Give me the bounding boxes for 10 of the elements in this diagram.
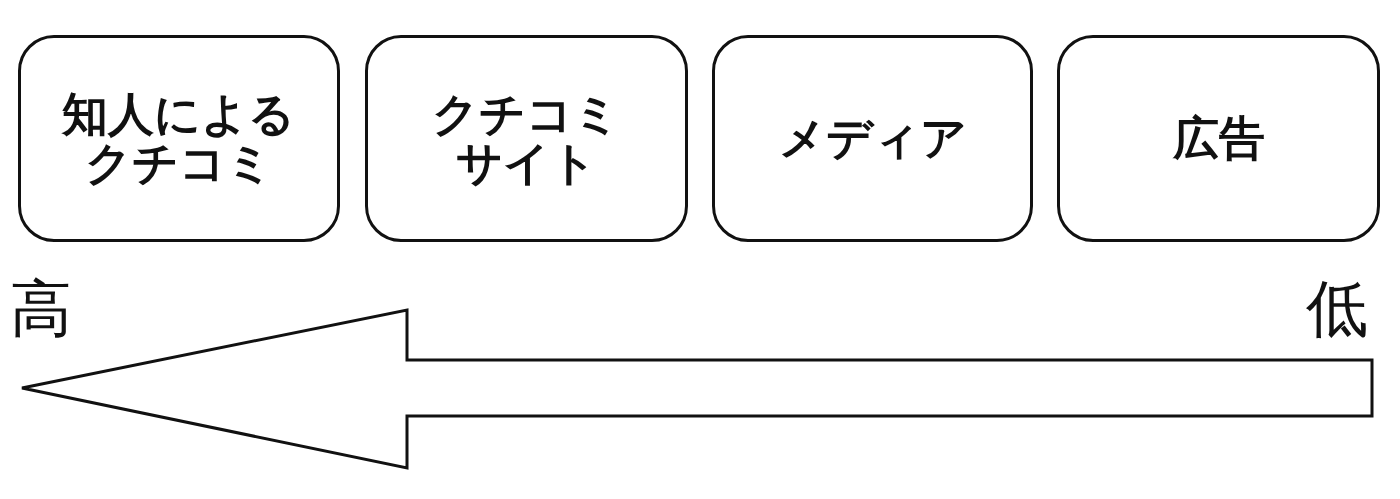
- scale-label: 低: [1306, 278, 1368, 340]
- box-label: クチコミサイト: [431, 90, 622, 187]
- rounded-box: [18, 35, 340, 242]
- rounded-box: [365, 35, 688, 242]
- box-label: メディア: [778, 114, 967, 163]
- rounded-box: [712, 35, 1033, 242]
- rounded-box: [1057, 35, 1380, 242]
- scale-label: 高: [10, 278, 72, 340]
- box-label: 知人によるクチコミ: [60, 90, 297, 187]
- box-label: 広告: [1172, 114, 1265, 163]
